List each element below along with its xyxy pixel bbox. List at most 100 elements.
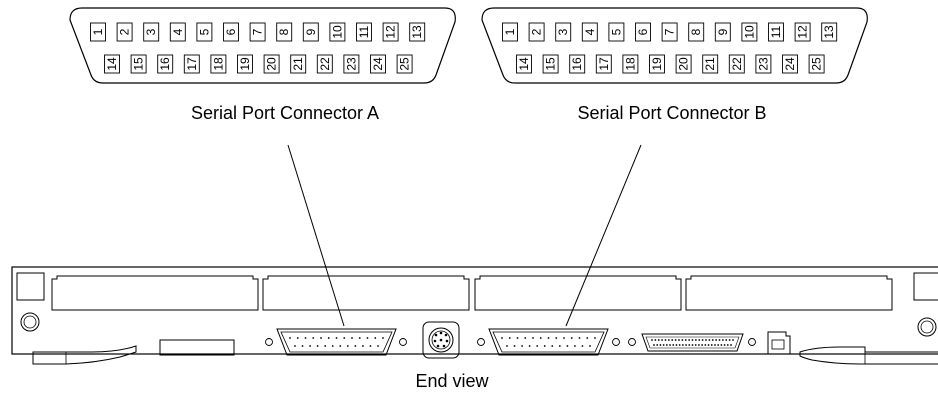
scsi-port-shell bbox=[641, 333, 744, 352]
pin-dot bbox=[707, 344, 710, 346]
pin-number: 23 bbox=[344, 57, 358, 71]
pin-number: 20 bbox=[677, 57, 691, 71]
pin-number: 4 bbox=[171, 28, 185, 35]
pin-number: 13 bbox=[822, 25, 836, 39]
pin-box bbox=[210, 54, 227, 74]
pin-number: 9 bbox=[716, 28, 730, 35]
pin-dot bbox=[667, 339, 670, 341]
pin-dot bbox=[335, 337, 338, 339]
pin-dot bbox=[362, 345, 364, 347]
pin-dot bbox=[718, 339, 721, 341]
pin-dot bbox=[574, 345, 576, 347]
pin-dot bbox=[678, 344, 681, 346]
pin-number: 2 bbox=[118, 28, 132, 35]
pin-number: 25 bbox=[810, 57, 824, 71]
pin-dot bbox=[294, 345, 296, 347]
pin-box bbox=[223, 22, 239, 42]
pin-dot bbox=[685, 344, 687, 346]
pin-dot bbox=[320, 337, 322, 339]
pin-number: 16 bbox=[570, 57, 584, 71]
pin-dot bbox=[543, 345, 546, 347]
pin-dot bbox=[304, 337, 307, 339]
pin-dot bbox=[711, 339, 714, 341]
pin-dot bbox=[688, 339, 691, 341]
pin-dot bbox=[296, 337, 299, 339]
pin-box bbox=[635, 22, 651, 42]
pin-dot bbox=[701, 344, 704, 346]
pin-number: 13 bbox=[410, 25, 424, 39]
pin-number: 21 bbox=[291, 57, 305, 71]
pin-box bbox=[755, 54, 772, 74]
pin-dot bbox=[327, 337, 330, 339]
pin-dot bbox=[309, 345, 311, 347]
pin-dot bbox=[662, 344, 665, 346]
pin-dot bbox=[657, 339, 660, 341]
slot-cover-2 bbox=[262, 275, 470, 311]
pin-number: 5 bbox=[609, 28, 623, 35]
pin-dot bbox=[715, 339, 718, 341]
pin-dot bbox=[589, 345, 591, 347]
pin-number: 3 bbox=[556, 28, 570, 35]
pin-box bbox=[370, 54, 386, 74]
pin-box bbox=[768, 22, 784, 42]
pin-dot bbox=[726, 344, 729, 346]
pin-dot bbox=[586, 337, 589, 339]
pin-dot bbox=[721, 339, 724, 341]
pin-number: 4 bbox=[583, 28, 597, 35]
pin-box bbox=[90, 22, 106, 42]
serial-port-b-shell bbox=[488, 328, 609, 356]
pin-dot bbox=[671, 339, 674, 341]
pin-number: 17 bbox=[597, 57, 611, 71]
pin-dot bbox=[710, 344, 713, 346]
serial-port-a-pins bbox=[289, 337, 384, 347]
right-square-port bbox=[913, 272, 938, 301]
serial-connector-a-label: Serial Port Connector A bbox=[191, 103, 379, 123]
chassis-end-view bbox=[11, 266, 938, 365]
left-ejector-lever bbox=[32, 345, 137, 365]
leader-line-b bbox=[565, 144, 642, 327]
pin-dot bbox=[289, 337, 291, 339]
pin-dot bbox=[674, 339, 677, 341]
pin-box bbox=[794, 22, 811, 42]
pin-dot bbox=[688, 344, 691, 346]
pin-dot bbox=[528, 345, 531, 347]
slot-cover-3 bbox=[474, 275, 682, 311]
pin-number: 1 bbox=[91, 28, 105, 35]
pin-dot bbox=[369, 345, 372, 347]
pin-box bbox=[343, 54, 360, 74]
pin-box bbox=[516, 54, 532, 74]
pin-dot bbox=[558, 345, 561, 347]
pin-box bbox=[821, 22, 838, 42]
pin-dot bbox=[501, 337, 503, 339]
pin-dot bbox=[675, 344, 678, 346]
pin-box bbox=[808, 54, 825, 74]
pin-box bbox=[542, 54, 559, 74]
pin-number: 6 bbox=[636, 28, 650, 35]
pin-dot bbox=[651, 339, 653, 341]
ethernet-jack bbox=[767, 331, 791, 355]
pin-number: 7 bbox=[251, 28, 265, 35]
pin-dot bbox=[678, 339, 680, 341]
pin-number: 11 bbox=[357, 25, 371, 38]
pin-number: 24 bbox=[371, 57, 385, 71]
pin-number: 22 bbox=[318, 57, 332, 71]
pin-dot bbox=[374, 337, 377, 339]
pin-box bbox=[675, 54, 692, 74]
pin-number: 5 bbox=[197, 28, 211, 35]
pin-dot bbox=[366, 337, 369, 339]
pin-dot bbox=[506, 345, 508, 347]
pin-number: 21 bbox=[703, 57, 717, 71]
pin-dot bbox=[656, 344, 659, 346]
pin-number: 8 bbox=[689, 28, 703, 35]
pin-dot bbox=[354, 345, 357, 347]
pin-number: 9 bbox=[304, 28, 318, 35]
pin-dot bbox=[377, 345, 379, 347]
pin-box bbox=[329, 22, 346, 42]
pin-number: 14 bbox=[105, 57, 119, 71]
pin-dot bbox=[681, 339, 684, 341]
pin-dot bbox=[708, 339, 711, 341]
pin-box bbox=[714, 22, 731, 42]
